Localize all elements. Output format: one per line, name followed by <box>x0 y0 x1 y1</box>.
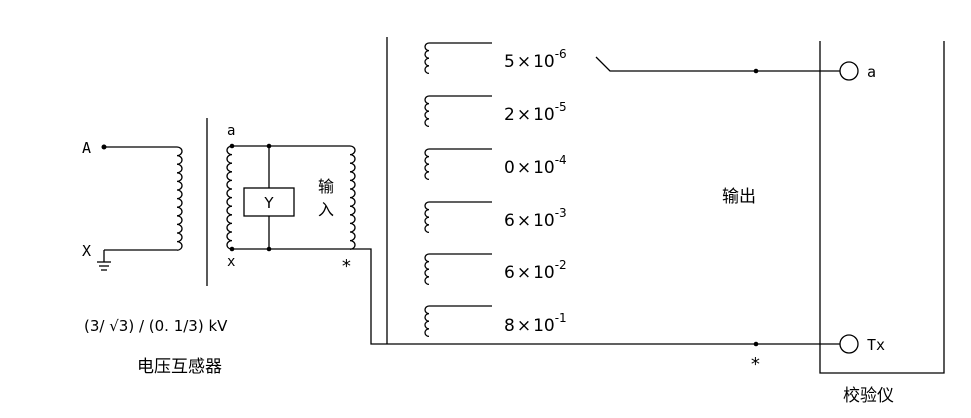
ground-icon <box>97 261 111 271</box>
tap-coil-3 <box>424 148 492 181</box>
meter-box <box>243 187 295 217</box>
terminal-x-label: x <box>227 254 235 270</box>
svg-text:5×10-6: 5×10-6 <box>504 47 567 72</box>
ratio-label: (3/ √3) / (0. 1/3) kV <box>84 317 228 335</box>
calibrator-terminal-a-label: a <box>867 63 876 81</box>
junction-dot <box>753 68 759 74</box>
svg-text:6×10-3: 6×10-3 <box>504 206 567 231</box>
tap-label-6: 8×10-1 <box>504 311 567 336</box>
junction-dot <box>266 246 272 252</box>
input-coil <box>349 145 356 250</box>
polarity-mark: * <box>341 256 352 277</box>
tap-label-2: 2×10-5 <box>504 100 567 125</box>
calibrator-box <box>819 41 945 374</box>
voltage-transformer-label: 电压互感器 <box>137 357 222 377</box>
secondary-coil <box>226 145 233 250</box>
terminal-tx-port[interactable] <box>839 334 859 354</box>
terminal-a-port[interactable] <box>839 61 859 81</box>
tap-selector-wire <box>595 56 840 72</box>
svg-text:0×10-4: 0×10-4 <box>504 153 567 178</box>
tap-coil-6 <box>424 305 492 338</box>
calibrator-terminal-tx-label: Tx <box>867 336 885 354</box>
primary-coil <box>176 146 183 251</box>
output-polarity-mark: * <box>750 354 761 375</box>
tap-coil-5 <box>424 253 492 286</box>
input-label-1: 输 <box>318 177 334 196</box>
junction-dot <box>266 143 272 149</box>
calibrator-label: 校验仪 <box>843 386 894 406</box>
svg-text:2×10-5: 2×10-5 <box>504 100 567 125</box>
terminal-A-label: A <box>82 139 91 157</box>
svg-text:8×10-1: 8×10-1 <box>504 311 567 336</box>
tap-coil-2 <box>424 95 492 128</box>
meter-label: Y <box>263 194 274 212</box>
svg-text:6×10-2: 6×10-2 <box>504 258 567 283</box>
tap-label-4: 6×10-3 <box>504 206 567 231</box>
terminal-a-label: a <box>227 123 235 139</box>
output-label: 输出 <box>722 187 756 207</box>
input-label-2: 入 <box>318 200 334 219</box>
tap-label-1: 5×10-6 <box>504 47 567 72</box>
junction-dot <box>753 341 759 347</box>
terminal-X-label: X <box>82 242 91 260</box>
tap-coil-4 <box>424 201 492 234</box>
tx-wire <box>350 248 840 345</box>
tap-label-5: 6×10-2 <box>504 258 567 283</box>
tap-coil-1 <box>424 42 492 75</box>
tap-label-3: 0×10-4 <box>504 153 567 178</box>
